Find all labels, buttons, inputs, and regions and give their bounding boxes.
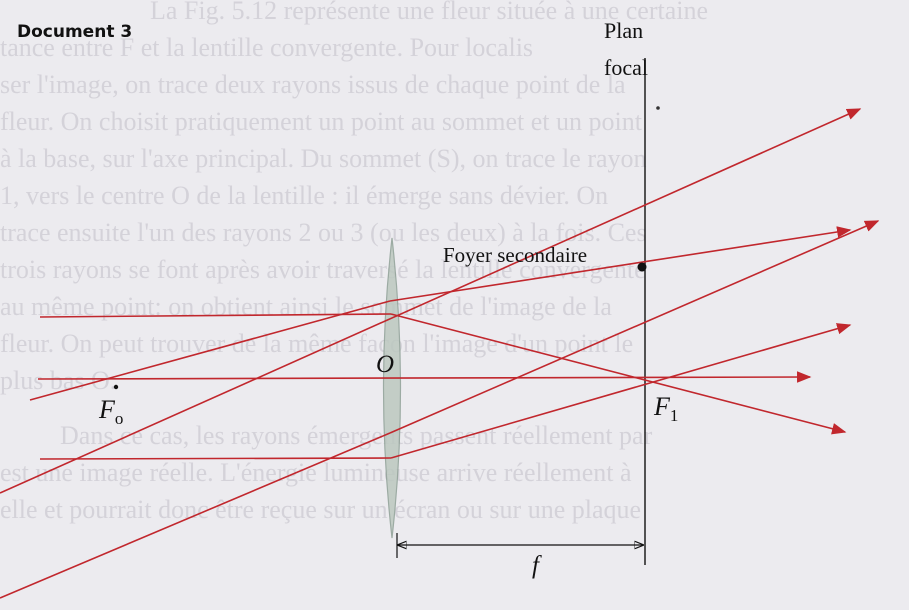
focal-plane-label-line1: Plan xyxy=(604,18,643,43)
focal-plane-dot xyxy=(656,106,660,110)
focal-plane-label-line2: focal xyxy=(604,55,648,80)
parallel-ray-bottom xyxy=(39,457,392,460)
parallel-ray-bottom-refracted xyxy=(390,323,852,459)
oblique-ray-2-chief xyxy=(0,108,862,494)
focal-point-f1-label: F1 xyxy=(653,392,678,425)
oblique-ray-1 xyxy=(29,300,391,401)
optical-axis xyxy=(37,371,812,383)
converging-lens xyxy=(382,237,402,539)
secondary-focus-label: Foyer secondaire xyxy=(443,243,587,267)
secondary-focus-point xyxy=(637,262,647,272)
focal-point-f0-dot xyxy=(113,384,119,390)
oblique-ray-3-refracted xyxy=(389,220,880,434)
parallel-ray-top-refracted xyxy=(390,313,847,435)
lens-center-label: O xyxy=(376,351,394,378)
oblique-ray-1-refracted xyxy=(389,226,852,302)
parallel-ray-top xyxy=(39,313,392,318)
focal-point-f0-label: Fo xyxy=(98,395,123,428)
focal-length-label: f xyxy=(532,552,542,579)
document-label: Document 3 xyxy=(17,22,133,42)
oblique-ray-3 xyxy=(0,432,391,599)
